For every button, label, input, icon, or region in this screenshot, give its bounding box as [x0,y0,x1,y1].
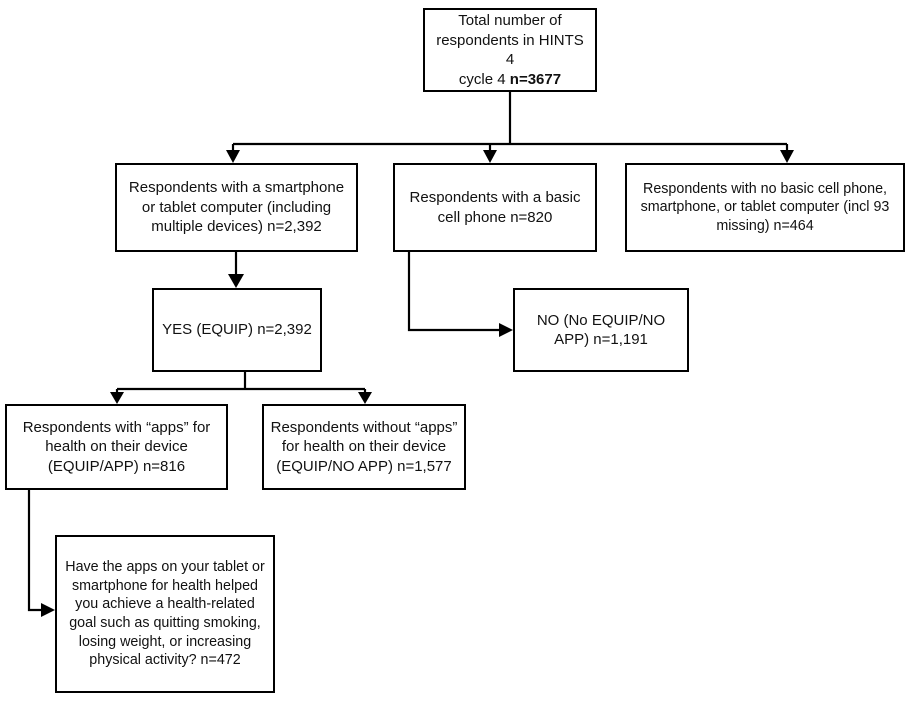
node-no-equip-no-app[interactable]: NO (No EQUIP/NO APP) n=1,191 [513,288,689,372]
node-no-phone[interactable]: Respondents with no basic cell phone, sm… [625,163,905,252]
edge-equip-app-to-question [27,490,45,612]
edge-basic-to-no [407,252,503,332]
node-no-equip-no-app-label: NO (No EQUIP/NO APP) n=1,191 [536,311,666,349]
node-basic-cell-phone[interactable]: Respondents with a basic cell phone n=82… [393,163,597,252]
node-yes-equip-label: YES (EQUIP) n=2,392 [162,321,312,339]
arrowhead-equip-app [110,392,124,404]
node-smartphone-tablet[interactable]: Respondents with a smartphone or tablet … [115,163,358,252]
arrowhead-equip-no-app [358,392,372,404]
node-equip-app-label: Respondents with “apps” for health on th… [22,418,211,475]
arrowhead-no-phone [780,150,794,163]
node-goal-question-label: Have the apps on your tablet or smartpho… [65,559,265,669]
node-no-phone-label: Respondents with no basic cell phone, sm… [640,180,890,234]
arrowhead-yes-equip [228,274,244,288]
node-smartphone-tablet-label: Respondents with a smartphone or tablet … [128,179,345,236]
arrowhead-basic-cell-phone [483,150,497,163]
arrowhead-goal-question [41,603,55,617]
node-equip-app[interactable]: Respondents with “apps” for health on th… [5,404,228,490]
node-basic-cell-phone-label: Respondents with a basic cell phone n=82… [409,189,581,226]
node-yes-equip[interactable]: YES (EQUIP) n=2,392 [152,288,322,372]
node-goal-question[interactable]: Have the apps on your tablet or smartpho… [55,535,275,693]
node-equip-no-app[interactable]: Respondents without “apps” for health on… [262,404,466,490]
arrowhead-smartphone-tablet [226,150,240,163]
node-equip-no-app-label: Respondents without “apps” for health on… [270,418,458,475]
arrowhead-no-equip-no-app [499,323,513,337]
